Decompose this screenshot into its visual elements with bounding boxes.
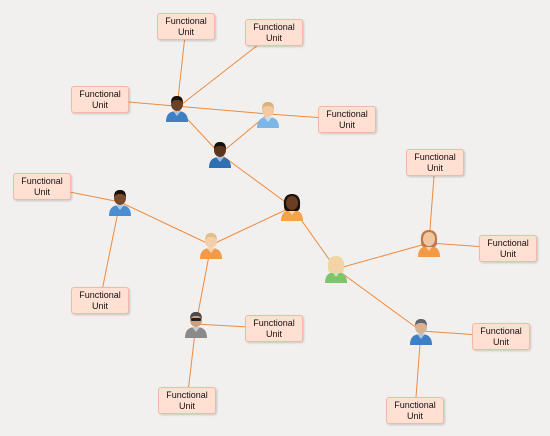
edge-u6-p4 — [99, 201, 121, 301]
woman-dark-orange-icon[interactable] — [279, 193, 305, 221]
functional-unit-box[interactable]: Functional Unit — [245, 19, 303, 46]
functional-unit-box[interactable]: Functional Unit — [71, 287, 129, 314]
functional-unit-box[interactable]: Functional Unit — [71, 86, 129, 113]
edge-p4-p6 — [119, 201, 212, 246]
edge-p5-p6 — [210, 206, 293, 246]
functional-unit-box[interactable]: Functional Unit — [472, 323, 530, 350]
functional-unit-box[interactable]: Functional Unit — [318, 106, 376, 133]
woman-orange-icon[interactable] — [416, 229, 442, 257]
functional-unit-box[interactable]: Functional Unit — [245, 315, 303, 342]
functional-unit-box[interactable]: Functional Unit — [479, 235, 537, 262]
person-dark-blue-icon[interactable] — [164, 94, 190, 122]
functional-unit-box[interactable]: Functional Unit — [406, 149, 464, 176]
person-blond-blue-icon[interactable] — [255, 100, 281, 128]
person-dark-blue-icon[interactable] — [107, 188, 133, 216]
edge-p3-p5 — [219, 153, 293, 208]
edge-p7-p10 — [335, 268, 422, 332]
edge-u1-p1 — [176, 26, 187, 109]
person-gray-hair-blue-icon[interactable] — [408, 317, 434, 345]
edge-p7-p8 — [335, 242, 430, 270]
functional-unit-box[interactable]: Functional Unit — [158, 387, 216, 414]
functional-unit-box[interactable]: Functional Unit — [157, 13, 215, 40]
woman-blond-green-icon[interactable] — [323, 255, 349, 283]
person-blond-orange-icon[interactable] — [198, 231, 224, 259]
functional-unit-box[interactable]: Functional Unit — [386, 397, 444, 424]
person-dark-blue-icon[interactable] — [207, 140, 233, 168]
person-sunglasses-gray-icon[interactable] — [183, 310, 209, 338]
functional-unit-box[interactable]: Functional Unit — [13, 173, 71, 200]
